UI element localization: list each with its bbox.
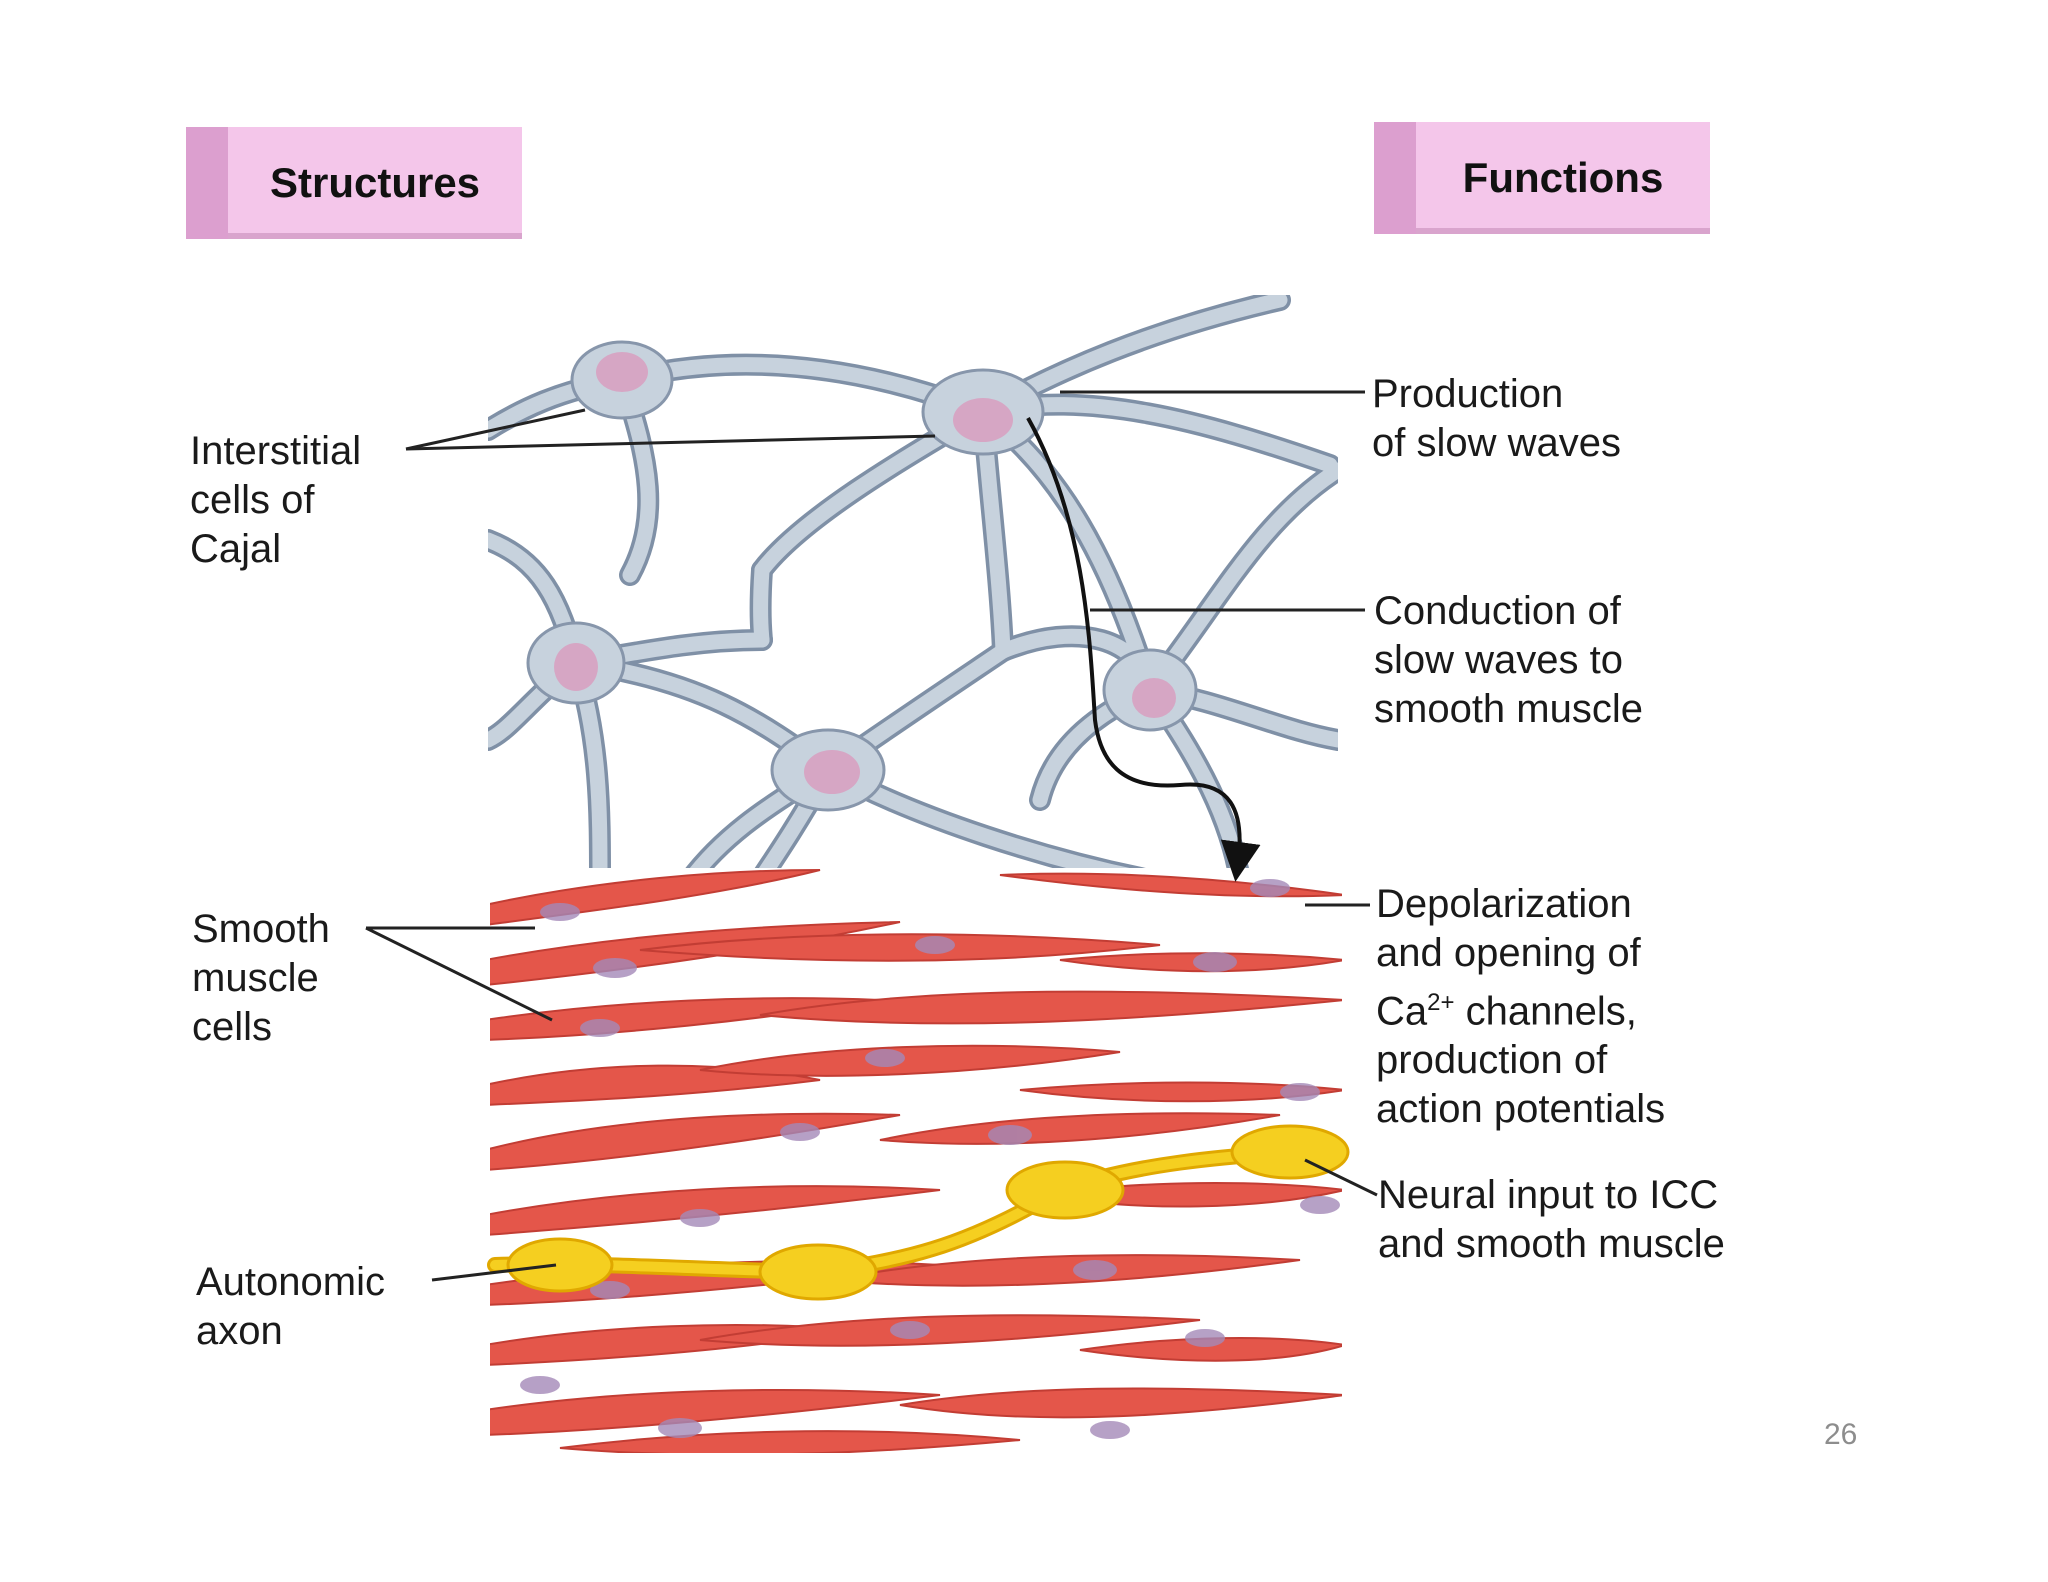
icc-network [488, 295, 1338, 891]
structures-header: Structures [186, 127, 522, 239]
autonomic-axon [487, 1124, 1350, 1301]
conduction-arrow [1026, 417, 1261, 882]
slow-wave-conduction-label: Conduction of slow waves to smooth muscl… [1374, 589, 1643, 731]
smooth-muscle-label: Smooth muscle cells [192, 907, 330, 1049]
depolarization-label: Depolarization and opening of Ca2+ chann… [1376, 882, 1666, 1132]
icc-label: Interstitial cells of Cajal [190, 429, 362, 571]
slow-wave-production-label: Production of slow waves [1372, 372, 1621, 465]
page-number: 26 [1824, 1418, 1858, 1451]
leader-lines [365, 390, 1378, 1282]
neural-input-label: Neural input to ICC and smooth muscle [1378, 1173, 1725, 1266]
functions-header: Functions [1374, 122, 1710, 234]
axon-label: Autonomic axon [196, 1260, 385, 1353]
